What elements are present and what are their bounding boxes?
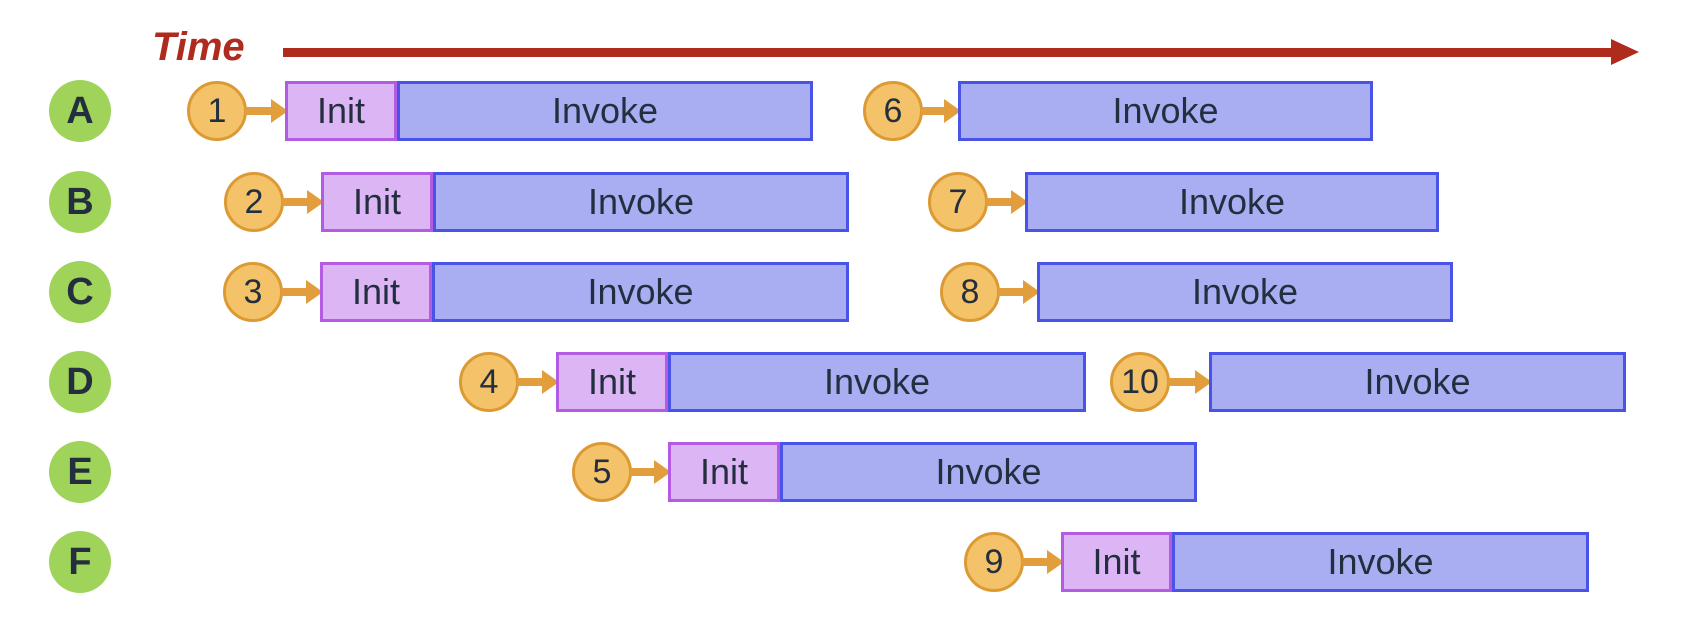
- arrowhead-icon: [1011, 190, 1028, 214]
- invoke-bar: Invoke: [668, 352, 1086, 412]
- arrow-icon: [921, 107, 944, 115]
- arrowhead-icon: [1195, 370, 1212, 394]
- init-bar: Init: [668, 442, 780, 502]
- arrowhead-icon: [306, 280, 323, 304]
- time-axis-arrowhead-icon: [1611, 39, 1639, 65]
- arrowhead-icon: [271, 99, 288, 123]
- invoke-bar: Invoke: [1025, 172, 1439, 232]
- env-label-B: B: [49, 171, 111, 233]
- arrow-icon: [998, 288, 1023, 296]
- arrow-icon: [245, 107, 271, 115]
- arrow-icon: [1022, 558, 1047, 566]
- arrow-icon: [281, 288, 306, 296]
- invoke-bar: Invoke: [433, 172, 849, 232]
- request-marker-4: 4: [459, 352, 519, 412]
- arrow-icon: [1168, 378, 1195, 386]
- init-bar: Init: [320, 262, 432, 322]
- request-marker-6: 6: [863, 81, 923, 141]
- request-marker-8: 8: [940, 262, 1000, 322]
- invoke-bar: Invoke: [1209, 352, 1626, 412]
- env-label-C: C: [49, 261, 111, 323]
- invoke-bar: Invoke: [1037, 262, 1453, 322]
- time-axis-label: Time: [152, 25, 245, 69]
- request-marker-2: 2: [224, 172, 284, 232]
- arrowhead-icon: [944, 99, 961, 123]
- request-marker-9: 9: [964, 532, 1024, 592]
- env-label-F: F: [49, 531, 111, 593]
- init-bar: Init: [556, 352, 668, 412]
- invoke-bar: Invoke: [958, 81, 1373, 141]
- env-label-E: E: [49, 441, 111, 503]
- env-label-D: D: [49, 351, 111, 413]
- arrowhead-icon: [542, 370, 559, 394]
- init-bar: Init: [1061, 532, 1172, 592]
- arrow-icon: [986, 198, 1011, 206]
- request-marker-1: 1: [187, 81, 247, 141]
- time-axis-line: [283, 48, 1612, 57]
- invoke-bar: Invoke: [397, 81, 813, 141]
- invoke-bar: Invoke: [1172, 532, 1589, 592]
- request-marker-3: 3: [223, 262, 283, 322]
- invoke-bar: Invoke: [780, 442, 1197, 502]
- request-marker-5: 5: [572, 442, 632, 502]
- invoke-bar: Invoke: [432, 262, 849, 322]
- arrow-icon: [630, 468, 654, 476]
- request-marker-7: 7: [928, 172, 988, 232]
- request-marker-10: 10: [1110, 352, 1170, 412]
- arrow-icon: [282, 198, 307, 206]
- arrow-icon: [517, 378, 542, 386]
- arrowhead-icon: [307, 190, 324, 214]
- init-bar: Init: [321, 172, 433, 232]
- arrowhead-icon: [654, 460, 671, 484]
- arrowhead-icon: [1023, 280, 1040, 304]
- arrowhead-icon: [1047, 550, 1064, 574]
- env-label-A: A: [49, 80, 111, 142]
- init-bar: Init: [285, 81, 397, 141]
